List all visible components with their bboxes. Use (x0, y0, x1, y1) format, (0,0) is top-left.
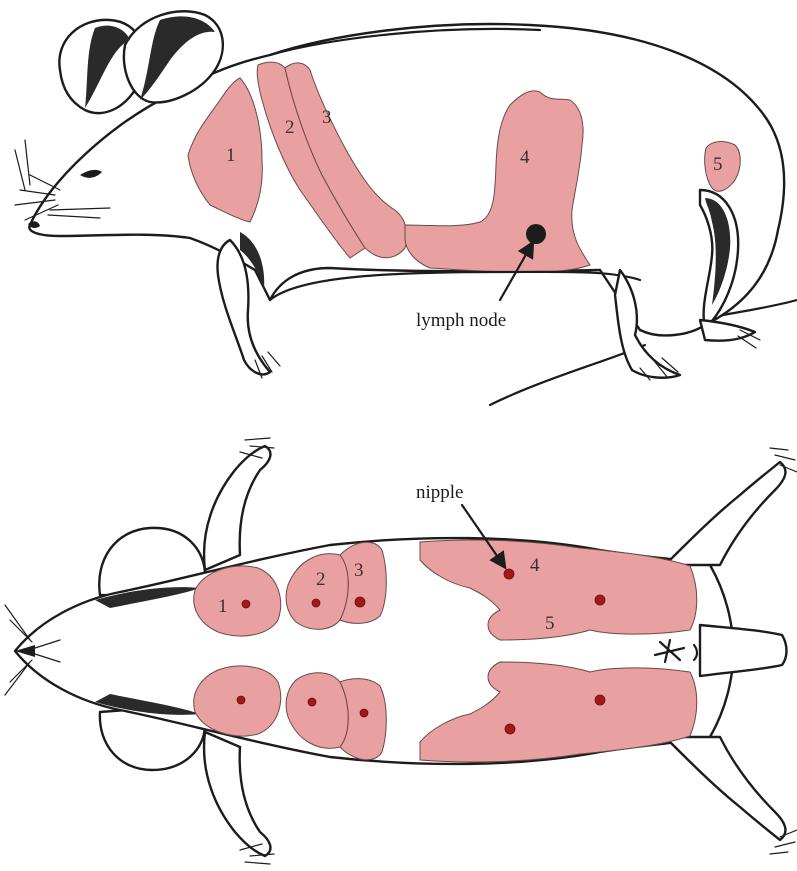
nipple-5-top (595, 595, 605, 605)
nipple-2-top (312, 599, 320, 607)
ventral-front-leg-bottom (204, 732, 270, 856)
ventral-gland-label-5: 5 (545, 613, 555, 634)
ventral-hind-leg-top (665, 462, 785, 565)
nipple-3-top (355, 597, 365, 607)
lymph-node (526, 224, 546, 244)
ventral-gland-label-4: 4 (530, 555, 540, 576)
ventral-tail (700, 625, 787, 676)
nipple-4-bottom (505, 724, 515, 734)
ventral-gland-1-top (194, 566, 281, 636)
side-hind-foot (700, 320, 755, 341)
nipple-label: nipple (416, 482, 464, 503)
side-view-mouse (15, 11, 797, 405)
side-gland-label-5: 5 (713, 154, 723, 175)
ventral-gland-label-1: 1 (218, 596, 228, 617)
nipple-1-top (242, 600, 250, 608)
side-gland-label-4: 4 (520, 147, 530, 168)
ventral-front-leg-top (204, 446, 270, 570)
nipple-2-bottom (308, 698, 316, 706)
ventral-hind-leg-bottom (665, 737, 785, 840)
side-gland-label-2: 2 (285, 117, 295, 138)
nipple-4-top (504, 569, 514, 579)
side-gland-label-1: 1 (226, 145, 236, 166)
lymph-node-label: lymph node (416, 310, 506, 331)
ventral-gland-label-2: 2 (316, 569, 326, 590)
ventral-view-mouse (5, 438, 797, 864)
side-gland-label-3: 3 (322, 107, 332, 128)
nipple-5-bottom (595, 695, 605, 705)
ventral-gland-label-3: 3 (354, 560, 364, 581)
nipple-3-bottom (360, 709, 368, 717)
side-belly-line (270, 272, 640, 300)
nipple-1-bottom (237, 696, 245, 704)
